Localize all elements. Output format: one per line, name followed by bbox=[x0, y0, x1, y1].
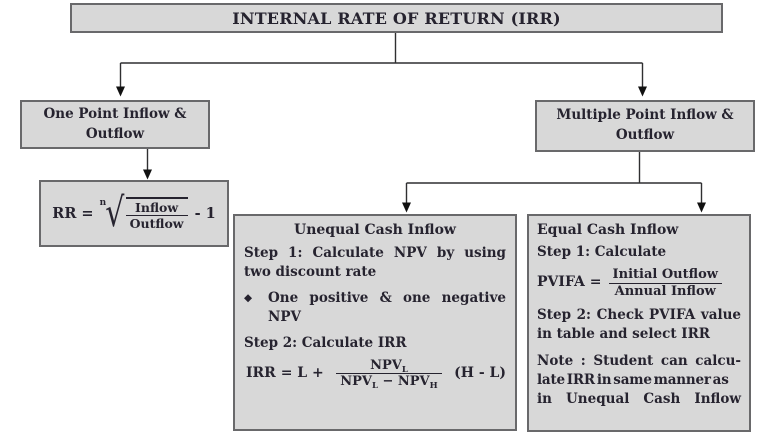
multiple-point-label: Multiple Point Inflow & Outflow bbox=[556, 107, 734, 143]
irr-formula-lhs: IRR = L + bbox=[246, 364, 324, 381]
one-point-label: One Point Inflow & Outflow bbox=[43, 105, 187, 142]
pvifa-formula-lhs: PVIFA = bbox=[537, 274, 602, 291]
arrow-down-icon bbox=[697, 202, 706, 213]
multiple-point-inflow-outflow-box: Multiple Point Inflow & Outflow bbox=[535, 100, 755, 152]
fraction-numerator: Inflow bbox=[135, 200, 179, 215]
equal-box-title: Equal Cash Inflow bbox=[537, 222, 679, 238]
pvifa-numerator: Initial Outflow bbox=[612, 267, 718, 283]
arrow-down-icon bbox=[402, 202, 411, 213]
arrow-down-icon bbox=[116, 86, 125, 97]
irr-formula-tail: (H - L) bbox=[454, 364, 506, 381]
equal-step2-line1: Step 2: Check PVIFA value bbox=[537, 307, 741, 324]
equal-note-line3: in Unequal Cash Inflow bbox=[537, 390, 741, 407]
bullet-line2: NPV bbox=[268, 309, 301, 326]
bullet-text: One positive & one negative NPV bbox=[268, 289, 506, 327]
pvifa-formula: PVIFA = Initial Outflow Annual Inflow bbox=[537, 267, 741, 299]
unequal-step2: Step 2: Calculate IRR bbox=[244, 334, 407, 351]
diagram-title: INTERNAL RATE OF RETURN (IRR) bbox=[232, 8, 561, 28]
unequal-step1-line1: Step 1: Calculate NPV by using bbox=[244, 244, 506, 261]
inflow-outflow-fraction: Inflow Outflow bbox=[125, 200, 188, 231]
arrow-down-icon bbox=[638, 86, 647, 97]
equal-cash-inflow-box: Equal Cash Inflow Step 1: Calculate PVIF… bbox=[527, 214, 751, 432]
fraction-denominator: Outflow bbox=[125, 215, 188, 231]
title-box: INTERNAL RATE OF RETURN (IRR) bbox=[70, 3, 723, 33]
radical-sign-icon: √ bbox=[105, 190, 125, 236]
bullet-item: ◆ One positive & one negative NPV bbox=[244, 289, 506, 327]
unequal-box-title: Unequal Cash Inflow bbox=[294, 222, 456, 238]
irr-interpolation-formula: IRR = L + NPVL NPVL − NPVH (H - L) bbox=[244, 357, 506, 391]
root-index: n bbox=[99, 198, 107, 208]
unequal-step1-line2: two discount rate bbox=[244, 264, 377, 281]
radical-content: Inflow Outflow bbox=[125, 197, 188, 231]
equal-note-line2: late IRR in same manner as bbox=[537, 371, 729, 388]
pvifa-denominator: Annual Inflow bbox=[608, 282, 722, 300]
nth-root-radical: n √ Inflow Outflow bbox=[99, 190, 188, 236]
pvifa-fraction: Initial Outflow Annual Inflow bbox=[608, 267, 722, 300]
npv-fraction-numerator: NPVL bbox=[370, 357, 408, 375]
equal-note-line1: Note : Student can calcu- bbox=[537, 352, 741, 369]
diamond-bullet-icon: ◆ bbox=[244, 292, 253, 305]
connector-path bbox=[119, 32, 703, 203]
equal-step1: Step 1: Calculate bbox=[537, 243, 667, 260]
npv-fraction-denominator: NPVL − NPVH bbox=[336, 373, 442, 391]
npv-fraction: NPVL NPVL − NPVH bbox=[336, 357, 442, 391]
rr-formula-lhs: RR = bbox=[52, 205, 94, 222]
unequal-cash-inflow-box: Unequal Cash Inflow Step 1: Calculate NP… bbox=[233, 214, 517, 431]
bullet-line1: One positive & one negative bbox=[268, 290, 506, 307]
rr-formula-tail: - 1 bbox=[194, 205, 216, 222]
equal-step2-line2: in table and select IRR bbox=[537, 326, 711, 343]
arrow-down-icon bbox=[143, 169, 152, 180]
rr-formula-box: RR = n √ Inflow Outflow - 1 bbox=[39, 180, 229, 247]
one-point-inflow-outflow-box: One Point Inflow & Outflow bbox=[20, 100, 210, 149]
